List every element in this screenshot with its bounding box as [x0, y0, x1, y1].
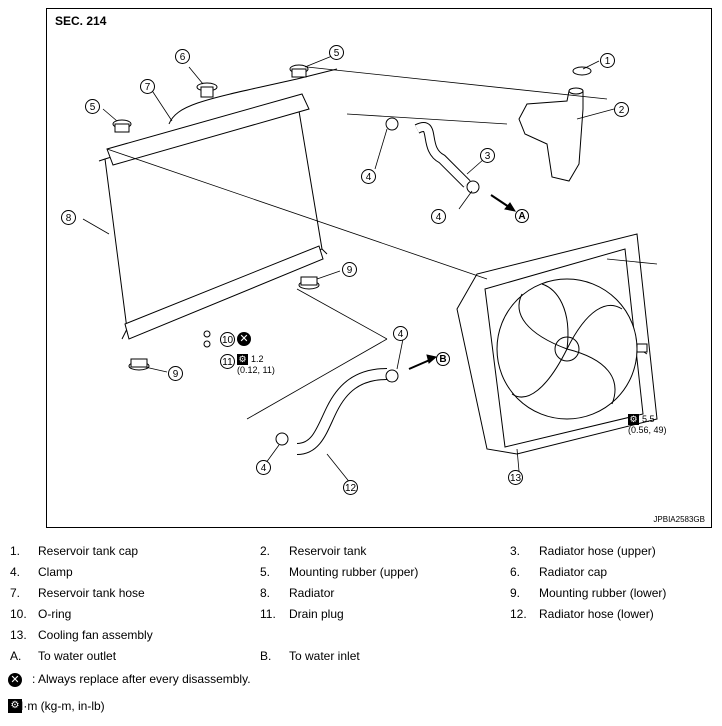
- legend-num: 3.: [510, 544, 521, 558]
- legend-row: 10. O-ring 11. Drain plug 12. Radiator h…: [0, 607, 722, 625]
- callout-8: 8: [61, 210, 76, 225]
- legend-row: 4. Clamp 5. Mounting rubber (upper) 6. R…: [0, 565, 722, 583]
- callout-2: 2: [614, 102, 629, 117]
- callout-4c: 4: [393, 326, 408, 341]
- legend-text: Radiator cap: [539, 565, 608, 579]
- reservoir-tank-shape: [518, 87, 584, 182]
- torque-symbol-text: : N·m (kg-m, in-lb): [8, 699, 105, 713]
- legend-num: 1.: [10, 544, 21, 558]
- legend-num: 12.: [510, 607, 527, 621]
- legend-text: To water inlet: [289, 649, 360, 663]
- legend-num: 11.: [260, 607, 276, 621]
- callout-4b: 4: [431, 209, 446, 224]
- callout-10: 10: [220, 332, 235, 347]
- legend-num: 7.: [10, 586, 21, 600]
- legend-text: Drain plug: [289, 607, 344, 621]
- section-label: SEC. 214: [55, 14, 107, 28]
- legend-symbol-replace: ✕ : Always replace after every disassembl…: [8, 672, 708, 687]
- legend-text: Mounting rubber (lower): [539, 586, 667, 600]
- callout-7: 7: [140, 79, 155, 94]
- callout-9a: 9: [342, 262, 357, 277]
- exploded-diagram: SEC. 214 JPBIA2583GB 1 2 3 4 4 4 4 5 5 6…: [46, 8, 712, 528]
- callout-1: 1: [600, 53, 615, 68]
- legend-text: Clamp: [38, 565, 73, 579]
- replace-symbol-text: : Always replace after every disassembly…: [32, 672, 251, 686]
- torque-icon: ⚙: [8, 699, 22, 713]
- legend-num: 10.: [10, 607, 27, 621]
- torque-fan-units: (0.56, 49): [628, 425, 667, 436]
- clamp-shape: [275, 432, 289, 446]
- legend-num: 5.: [260, 565, 271, 579]
- legend-num: 9.: [510, 586, 521, 600]
- legend-row: 13. Cooling fan assembly: [0, 628, 722, 646]
- callout-13: 13: [508, 470, 523, 485]
- legend-text: Reservoir tank: [289, 544, 367, 558]
- diagram-drawing: [82, 53, 658, 485]
- legend-text: Mounting rubber (upper): [289, 565, 419, 579]
- callout-4d: 4: [256, 460, 271, 475]
- callout-9b: 9: [168, 366, 183, 381]
- legend-text: Radiator hose (upper): [539, 544, 656, 558]
- torque-icon: ⚙: [628, 414, 639, 426]
- legend-text: Reservoir tank hose: [38, 586, 145, 600]
- torque-drain-plug: ⚙1.2 (0.12, 11): [237, 354, 275, 376]
- fan-bolt-shape: [636, 343, 648, 353]
- cooling-fan-assembly-shape: [456, 233, 658, 455]
- torque-drain-units: (0.12, 11): [237, 365, 275, 376]
- callout-5b: 5: [85, 99, 100, 114]
- legend-num: 2.: [260, 544, 271, 558]
- radiator-lower-tank-shape: [124, 245, 324, 340]
- legend-num: B.: [260, 649, 272, 663]
- callout-5a: 5: [329, 45, 344, 60]
- legend-num: A.: [10, 649, 22, 663]
- letter-b: B: [436, 352, 450, 366]
- clamp-shape: [385, 117, 399, 131]
- callout-6: 6: [175, 49, 190, 64]
- legend-num: 4.: [10, 565, 21, 579]
- legend-text: Cooling fan assembly: [38, 628, 153, 642]
- legend-text: Radiator hose (lower): [539, 607, 654, 621]
- legend-num: 8.: [260, 586, 271, 600]
- legend-text: To water outlet: [38, 649, 117, 663]
- drain-plug-shape: [203, 340, 211, 348]
- torque-fan: ⚙5.5 (0.56, 49): [628, 414, 667, 436]
- torque-fan-value: 5.5: [642, 414, 655, 424]
- clamp-shape: [385, 369, 399, 383]
- legend-text: Reservoir tank cap: [38, 544, 139, 558]
- callout-11: 11: [220, 354, 235, 369]
- replace-icon: ✕: [8, 672, 22, 687]
- torque-drain-value: 1.2: [251, 354, 264, 364]
- callout-4a: 4: [361, 169, 376, 184]
- callout-3: 3: [480, 148, 495, 163]
- image-code: JPBIA2583GB: [653, 515, 705, 524]
- legend-text: O-ring: [38, 607, 72, 621]
- clamp-shape: [466, 180, 480, 194]
- replace-icon: ✕: [237, 332, 251, 346]
- legend-symbol-torque: ⚙: N·m (kg-m, in-lb): [8, 699, 708, 713]
- legend-row: 1. Reservoir tank cap 2. Reservoir tank …: [0, 544, 722, 562]
- legend-row: A. To water outlet B. To water inlet: [0, 649, 722, 667]
- torque-icon: ⚙: [237, 354, 248, 366]
- radiator-hose-lower-shape: [296, 368, 388, 455]
- letter-a: A: [515, 209, 529, 223]
- legend-row: 7. Reservoir tank hose 8. Radiator 9. Mo…: [0, 586, 722, 604]
- reservoir-tank-cap-shape: [572, 66, 592, 76]
- legend-num: 6.: [510, 565, 521, 579]
- callout-12: 12: [343, 480, 358, 495]
- legend-num: 13.: [10, 628, 27, 642]
- o-ring-shape: [203, 330, 211, 338]
- radiator-upper-tank-shape: [106, 93, 310, 166]
- legend-text: Radiator: [289, 586, 335, 600]
- reservoir-tank-hose-shape: [168, 68, 338, 125]
